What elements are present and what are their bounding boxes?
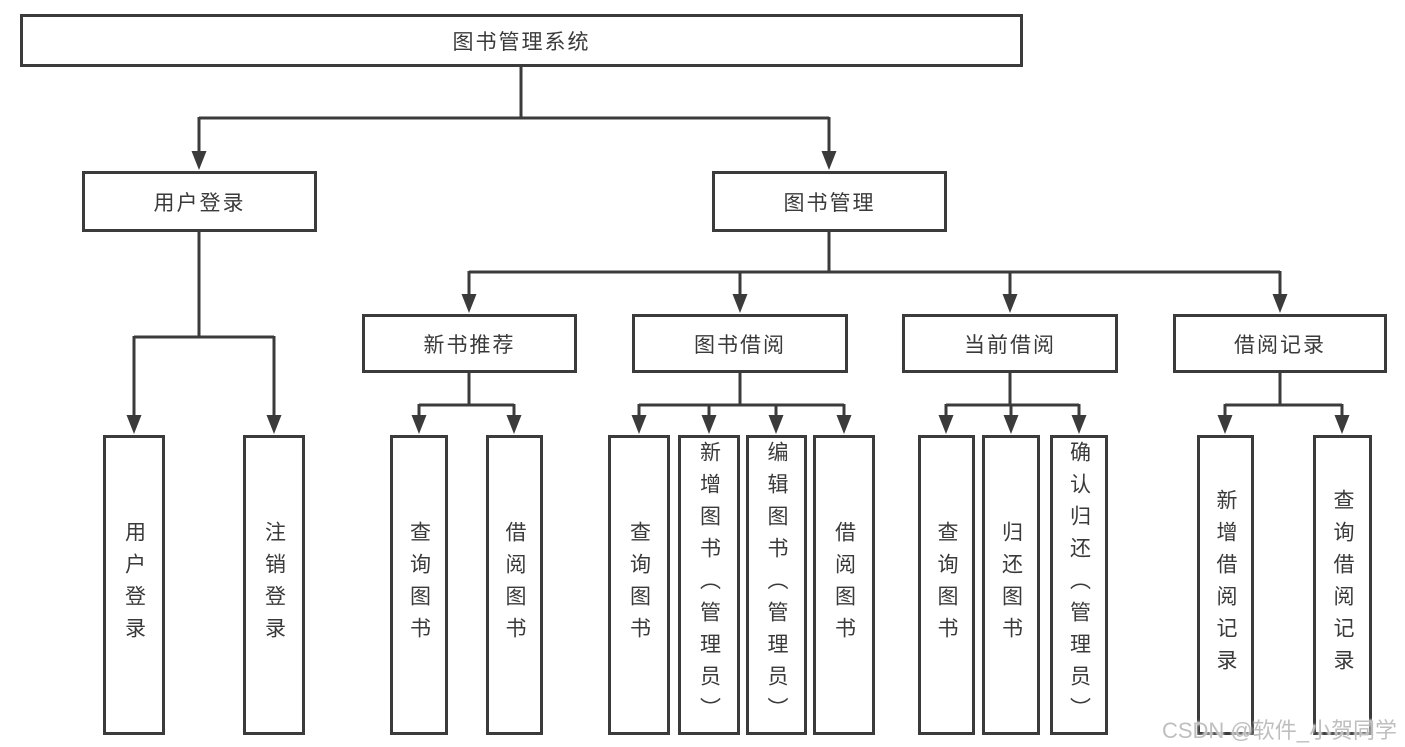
- node-leaf-borrow-books-2: 借阅图书: [813, 435, 875, 735]
- node-book-management-label: 图书管理: [783, 191, 876, 215]
- node-leaf-query-books-2: 查询图书: [608, 435, 670, 735]
- node-leaf-query-borrow-record: 查询借阅记录: [1313, 435, 1372, 735]
- arrowhead: [126, 415, 142, 434]
- arrowhead: [938, 415, 954, 434]
- node-book-management: 图书管理: [712, 171, 947, 232]
- arrowhead: [732, 294, 748, 313]
- node-user-login: 用户登录: [82, 171, 317, 232]
- arrowhead: [631, 415, 647, 434]
- arrowhead: [1002, 294, 1018, 313]
- arrowhead: [411, 415, 427, 434]
- node-book-borrow-label: 图书借阅: [694, 333, 786, 357]
- arrowhead: [1217, 415, 1233, 434]
- node-leaf-add-books-admin-label: 新增图书（管理员）: [697, 441, 721, 729]
- node-leaf-query-books-3: 查询图书: [918, 435, 975, 735]
- node-leaf-confirm-return-admin: 确认归还（管理员）: [1050, 435, 1108, 735]
- node-library-management-system-label: 图书管理系统: [452, 30, 591, 54]
- arrowhead: [506, 415, 522, 434]
- arrowhead: [1334, 415, 1350, 434]
- node-leaf-confirm-return-admin-label: 确认归还（管理员）: [1067, 441, 1091, 729]
- arrowhead: [836, 415, 852, 434]
- node-leaf-query-borrow-record-label: 查询借阅记录: [1331, 489, 1354, 681]
- node-book-borrow: 图书借阅: [632, 314, 848, 373]
- node-leaf-borrow-books-1: 借阅图书: [486, 435, 543, 735]
- node-leaf-add-books-admin: 新增图书（管理员）: [678, 435, 740, 735]
- connector-user-login-to-leaves: [126, 232, 282, 434]
- connector-book-borrow-to-leaves: [631, 373, 852, 434]
- node-borrow-records: 借阅记录: [1173, 314, 1387, 373]
- connector-book-management-to-level3: [461, 232, 1288, 313]
- node-leaf-add-borrow-record: 新增借阅记录: [1197, 435, 1254, 735]
- node-leaf-borrow-books-1-label: 借阅图书: [503, 521, 526, 649]
- node-leaf-return-books-label: 归还图书: [999, 521, 1023, 649]
- arrowhead: [821, 151, 837, 170]
- node-leaf-return-books: 归还图书: [982, 435, 1040, 735]
- arrowhead: [701, 415, 717, 434]
- connector-borrow-records-to-leaves: [1217, 373, 1350, 434]
- node-leaf-user-login-label: 用户登录: [122, 521, 146, 649]
- node-leaf-query-books-1-label: 查询图书: [407, 521, 431, 649]
- node-leaf-edit-books-admin: 编辑图书（管理员）: [746, 435, 807, 735]
- connector-root-to-level2: [191, 67, 837, 170]
- csdn-watermark: CSDN @软件_小贺同学: [1161, 718, 1397, 743]
- node-leaf-borrow-books-2-label: 借阅图书: [832, 521, 856, 649]
- arrowhead: [266, 415, 282, 434]
- node-leaf-logout: 注销登录: [243, 435, 305, 735]
- node-leaf-add-borrow-record-label: 新增借阅记录: [1214, 489, 1237, 681]
- connector-new-book-to-leaves: [411, 373, 522, 434]
- node-user-login-label: 用户登录: [153, 191, 246, 215]
- node-current-borrow: 当前借阅: [902, 314, 1118, 373]
- node-leaf-query-books-2-label: 查询图书: [627, 521, 651, 649]
- arrowhead: [1003, 415, 1019, 434]
- arrowhead: [461, 294, 477, 313]
- node-library-management-system: 图书管理系统: [20, 14, 1023, 67]
- node-leaf-query-books-3-label: 查询图书: [935, 521, 958, 649]
- arrowhead: [768, 415, 784, 434]
- arrowhead: [1071, 415, 1087, 434]
- node-current-borrow-label: 当前借阅: [964, 333, 1056, 357]
- node-leaf-query-books-1: 查询图书: [390, 435, 448, 735]
- node-borrow-records-label: 借阅记录: [1234, 333, 1326, 357]
- node-leaf-user-login: 用户登录: [103, 435, 165, 735]
- node-leaf-logout-label: 注销登录: [262, 521, 286, 649]
- arrowhead: [1272, 294, 1288, 313]
- node-new-book-recommend-label: 新书推荐: [423, 333, 516, 357]
- connector-current-borrow-to-leaves: [938, 373, 1087, 434]
- node-new-book-recommend: 新书推荐: [362, 314, 577, 373]
- node-leaf-edit-books-admin-label: 编辑图书（管理员）: [765, 441, 788, 729]
- arrowhead: [191, 151, 207, 170]
